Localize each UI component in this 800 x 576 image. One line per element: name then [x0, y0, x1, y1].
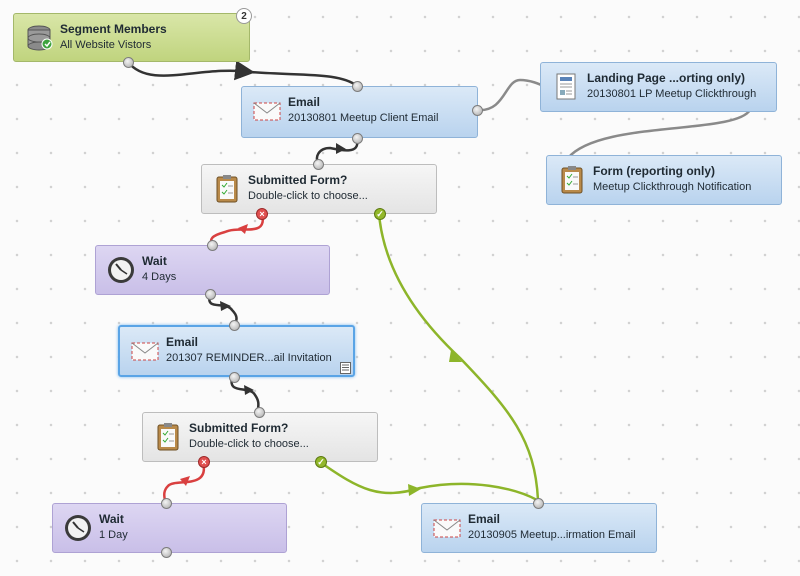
node-title: Form (reporting only) — [593, 164, 715, 178]
node-email-reminder[interactable]: Email 201307 REMINDER...ail Invitation — [118, 320, 355, 383]
arrow-head — [238, 224, 248, 234]
arrow-head — [449, 350, 462, 362]
wire-submitted1-yes-to-email3[interactable] — [377, 213, 540, 501]
no-branch-port-icon[interactable]: × — [256, 208, 268, 220]
node-subtitle: 1 Day — [99, 529, 128, 541]
document-icon — [556, 73, 576, 100]
node-subtitle: 20130905 Meetup...irmation Email — [468, 529, 636, 541]
clock-icon — [65, 515, 91, 541]
input-port[interactable] — [352, 81, 363, 92]
wire-email2-to-submitted2[interactable] — [230, 377, 260, 411]
clipboard-icon — [216, 175, 238, 203]
arrow-head — [180, 476, 190, 486]
arrow-head — [220, 301, 231, 311]
clock-icon — [108, 257, 134, 283]
note-icon[interactable] — [340, 362, 351, 374]
wire-email1-to-submitted1[interactable] — [315, 139, 359, 163]
wire-segment-to-email1[interactable] — [127, 60, 358, 88]
node-subtitle: 20130801 LP Meetup Clickthrough — [587, 88, 757, 100]
arrow-head — [240, 68, 252, 78]
node-title: Submitted Form? — [248, 173, 348, 187]
clipboard-icon — [561, 166, 583, 194]
yes-branch-port-icon[interactable]: ✓ — [374, 208, 386, 220]
clipboard-icon — [157, 423, 179, 451]
node-subtitle: 4 Days — [142, 271, 177, 283]
output-port[interactable] — [123, 57, 134, 68]
side-port[interactable] — [472, 105, 483, 116]
wire-submitted2-no-to-wait2[interactable] — [163, 461, 206, 503]
output-port[interactable] — [229, 372, 240, 383]
envelope-icon — [253, 102, 281, 121]
node-subtitle: Double-click to choose... — [248, 190, 368, 202]
node-title: Wait — [142, 254, 167, 268]
input-port[interactable] — [533, 498, 544, 509]
node-title: Submitted Form? — [189, 421, 289, 435]
node-title: Email — [166, 335, 199, 349]
node-subtitle: All Website Vistors — [60, 39, 152, 51]
arrow-head — [244, 385, 254, 395]
arrow-head — [336, 143, 346, 154]
node-title: Landing Page ...orting only) — [587, 71, 745, 85]
node-subtitle: 201307 REMINDER...ail Invitation — [166, 352, 332, 364]
input-port[interactable] — [254, 407, 265, 418]
count-badge: 2 — [236, 8, 252, 24]
database-icon — [27, 25, 53, 51]
node-title: Email — [468, 512, 501, 526]
node-submitted-form-2[interactable]: Submitted Form? Double-click to choose..… — [142, 407, 378, 468]
node-title: Email — [288, 95, 321, 109]
node-wait-1-day[interactable]: Wait 1 Day — [52, 498, 287, 558]
envelope-icon — [131, 342, 159, 361]
node-landing-page[interactable]: Landing Page ...orting only) 20130801 LP… — [540, 62, 777, 112]
node-segment-members[interactable]: Segment Members All Website Vistors 2 — [13, 8, 252, 68]
node-form-reporting[interactable]: Form (reporting only) Meetup Clickthroug… — [546, 155, 782, 205]
yes-branch-port-icon[interactable]: ✓ — [315, 456, 327, 468]
output-port[interactable] — [352, 133, 363, 144]
node-title: Segment Members — [60, 22, 167, 36]
node-subtitle: 20130801 Meetup Client Email — [288, 112, 439, 124]
node-email-client[interactable]: Email 20130801 Meetup Client Email — [241, 81, 483, 144]
no-branch-port-icon[interactable]: × — [198, 456, 210, 468]
input-port[interactable] — [229, 320, 240, 331]
wire-submitted1-no-to-wait1[interactable] — [209, 213, 265, 245]
node-wait-4-days[interactable]: Wait 4 Days — [95, 240, 330, 300]
wire-submitted2-yes-to-email3[interactable] — [319, 460, 538, 502]
input-port[interactable] — [161, 498, 172, 509]
node-subtitle: Double-click to choose... — [189, 438, 309, 450]
envelope-icon — [433, 519, 461, 538]
arrow-head — [408, 484, 421, 496]
node-email-confirmation[interactable]: Email 20130905 Meetup...irmation Email — [421, 498, 657, 553]
input-port[interactable] — [313, 159, 324, 170]
wire-email1-to-landing[interactable] — [477, 78, 546, 112]
node-subtitle: Meetup Clickthrough Notification — [593, 181, 752, 193]
output-port[interactable] — [161, 547, 172, 558]
input-port[interactable] — [207, 240, 218, 251]
wire-landing-to-form[interactable] — [567, 109, 752, 159]
node-title: Wait — [99, 512, 124, 526]
node-submitted-form-1[interactable]: Submitted Form? Double-click to choose..… — [201, 159, 437, 220]
output-port[interactable] — [205, 289, 216, 300]
